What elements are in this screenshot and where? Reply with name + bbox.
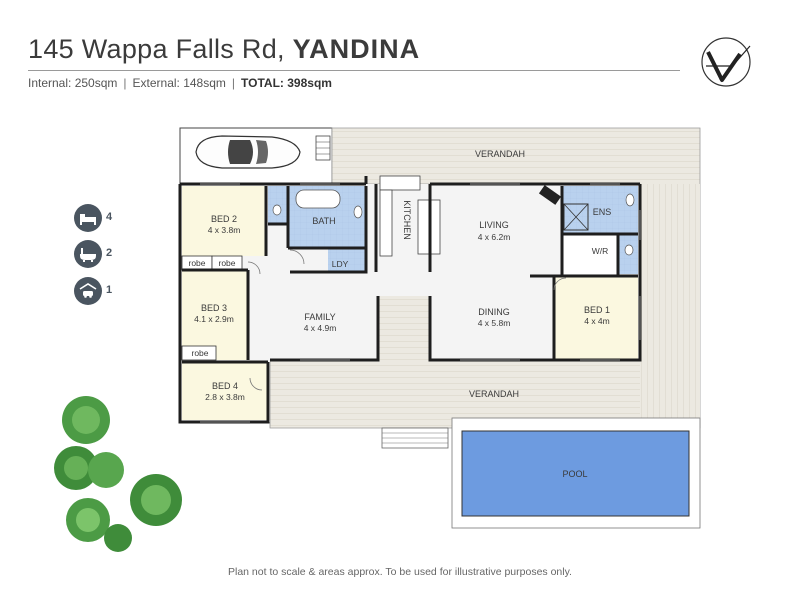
bed4-label: BED 4 xyxy=(212,381,238,391)
garage-count: 1 xyxy=(106,284,113,296)
kitchen-label: KITCHEN xyxy=(402,200,412,240)
car-icon xyxy=(195,135,301,169)
verandah-top-label: VERANDAH xyxy=(475,149,525,159)
verandah-east xyxy=(640,184,700,428)
ensuite-label: ENS xyxy=(593,207,612,217)
fireplace-fixture xyxy=(538,185,562,205)
living-label: LIVING xyxy=(479,220,509,230)
laundry-label: LDY xyxy=(332,259,349,269)
bathtub-fixture xyxy=(295,189,341,209)
bathrooms-feature: 2 xyxy=(74,240,114,268)
bed-icon xyxy=(74,204,102,232)
bed3-room xyxy=(182,270,248,360)
garage-feature: 1 xyxy=(74,277,114,305)
bed2-room xyxy=(182,186,266,256)
family-label: FAMILY xyxy=(304,312,335,322)
header-divider xyxy=(28,70,680,71)
verandah-stairs xyxy=(381,427,449,449)
suburb-text: YANDINA xyxy=(292,34,421,64)
basin-fixture xyxy=(353,205,363,219)
toilet-fixture xyxy=(272,204,282,216)
robe-1-label: robe xyxy=(188,258,205,268)
external-area: External: 148sqm xyxy=(132,76,226,90)
bed1-room xyxy=(554,276,638,360)
dining-label: DINING xyxy=(478,307,510,317)
bathrooms-count: 2 xyxy=(106,247,113,259)
bath-label: BATH xyxy=(312,216,335,226)
bed4-dimensions: 2.8 x 3.8m xyxy=(205,392,245,402)
verandah-bottom-label: VERANDAH xyxy=(469,389,519,399)
bed1-dimensions: 4 x 4m xyxy=(584,316,610,326)
car-garage-icon xyxy=(74,277,102,305)
living-dimensions: 4 x 6.2m xyxy=(478,232,511,242)
brand-logo-icon xyxy=(701,37,751,87)
bed1-label: BED 1 xyxy=(584,305,610,315)
dining-dimensions: 4 x 5.8m xyxy=(478,318,511,328)
tree-cluster xyxy=(54,396,182,552)
bedrooms-count: 4 xyxy=(106,211,113,223)
area-separator: | xyxy=(123,76,127,90)
laundry-room xyxy=(328,248,366,272)
bed2-label: BED 2 xyxy=(211,214,237,224)
kitchen-bench-west xyxy=(379,189,393,257)
bed4-room xyxy=(182,362,268,420)
pool-label: POOL xyxy=(562,469,587,479)
wir-label: W/R xyxy=(592,246,609,256)
total-area: TOTAL: 398sqm xyxy=(241,76,332,90)
robe-2-label: robe xyxy=(218,258,235,268)
wir-room xyxy=(562,234,618,274)
robe-3-label: robe xyxy=(191,348,208,358)
area-summary: Internal: 250sqm | External: 148sqm | TOTAL:… xyxy=(28,76,332,90)
disclaimer-text: Plan not to scale & areas approx. To be … xyxy=(228,566,572,578)
property-address-title: 145 Wappa Falls Rd, YANDINA xyxy=(28,34,420,65)
pool xyxy=(461,430,690,517)
windows xyxy=(200,183,641,423)
kitchen-bench-top xyxy=(379,175,421,191)
ensuite-basin-fixture xyxy=(625,193,635,207)
robe-3 xyxy=(181,345,217,361)
ensuite-toilet-fixture xyxy=(624,244,634,256)
door-swings xyxy=(247,249,567,391)
bed3-dimensions: 4.1 x 2.9m xyxy=(194,314,234,324)
internal-area: Internal: 250sqm xyxy=(28,76,118,90)
entry-deck xyxy=(378,296,430,362)
address-text: 145 Wappa Falls Rd, xyxy=(28,34,293,64)
shower-fixture xyxy=(563,203,589,231)
area-separator: | xyxy=(231,76,236,90)
bed2-dimensions: 4 x 3.8m xyxy=(208,225,241,235)
family-dimensions: 4 x 4.9m xyxy=(304,323,337,333)
bed3-label: BED 3 xyxy=(201,303,227,313)
bedrooms-feature: 4 xyxy=(74,204,114,232)
ensuite-room xyxy=(562,186,638,234)
bathtub-icon xyxy=(74,240,102,268)
carport-steps xyxy=(315,135,331,161)
